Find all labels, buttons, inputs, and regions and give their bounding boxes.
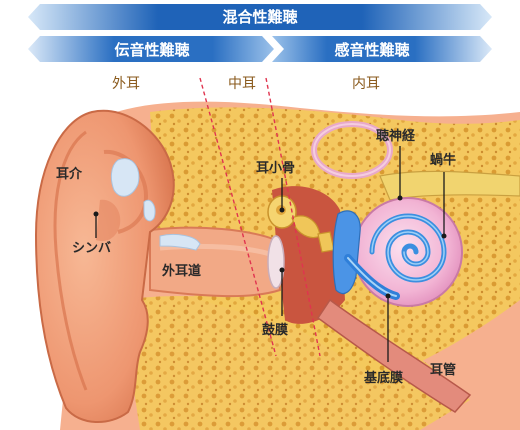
- region-inner-label: 内耳: [352, 76, 380, 92]
- label-basilar-membrane: 基底膜: [363, 370, 403, 386]
- label-pinna: 耳介: [56, 166, 83, 182]
- divider-outer-middle: [199, 77, 277, 357]
- label-ossicles: 耳小骨: [256, 161, 295, 176]
- divider-middle-inner: [265, 77, 321, 357]
- banner-right-label: 感音性難聴: [334, 41, 409, 59]
- label-ear-tube: 耳管: [430, 362, 456, 378]
- banner-right: 感音性難聴: [272, 36, 492, 62]
- label-auditory-nerve: 聴神経: [376, 128, 416, 144]
- vestibule-shape: [332, 210, 400, 300]
- eardrum-shape: [267, 235, 285, 289]
- semicircular-canals: [311, 121, 393, 179]
- pinna-shape: [34, 109, 201, 424]
- banner-top-label: 混合性難聴: [222, 8, 297, 26]
- leader-lines: [93, 146, 447, 362]
- label-eardrum: 鼓膜: [262, 322, 288, 338]
- banner-left: 伝音性難聴: [28, 36, 274, 62]
- region-outer-label: 外耳: [112, 76, 140, 92]
- banner-left-label: 伝音性難聴: [114, 41, 189, 59]
- banner-top: 混合性難聴: [28, 4, 492, 30]
- region-dividers: [199, 77, 321, 357]
- auditory-nerve-shape: [379, 170, 520, 201]
- label-ear-canal: 外耳道: [161, 263, 201, 279]
- label-concha: シンバ: [72, 241, 111, 256]
- cochlea-shape: [353, 197, 463, 307]
- region-middle-label: 中耳: [228, 76, 256, 92]
- eustachian-tube: [316, 298, 472, 413]
- label-cochlea: 蝸牛: [430, 152, 456, 168]
